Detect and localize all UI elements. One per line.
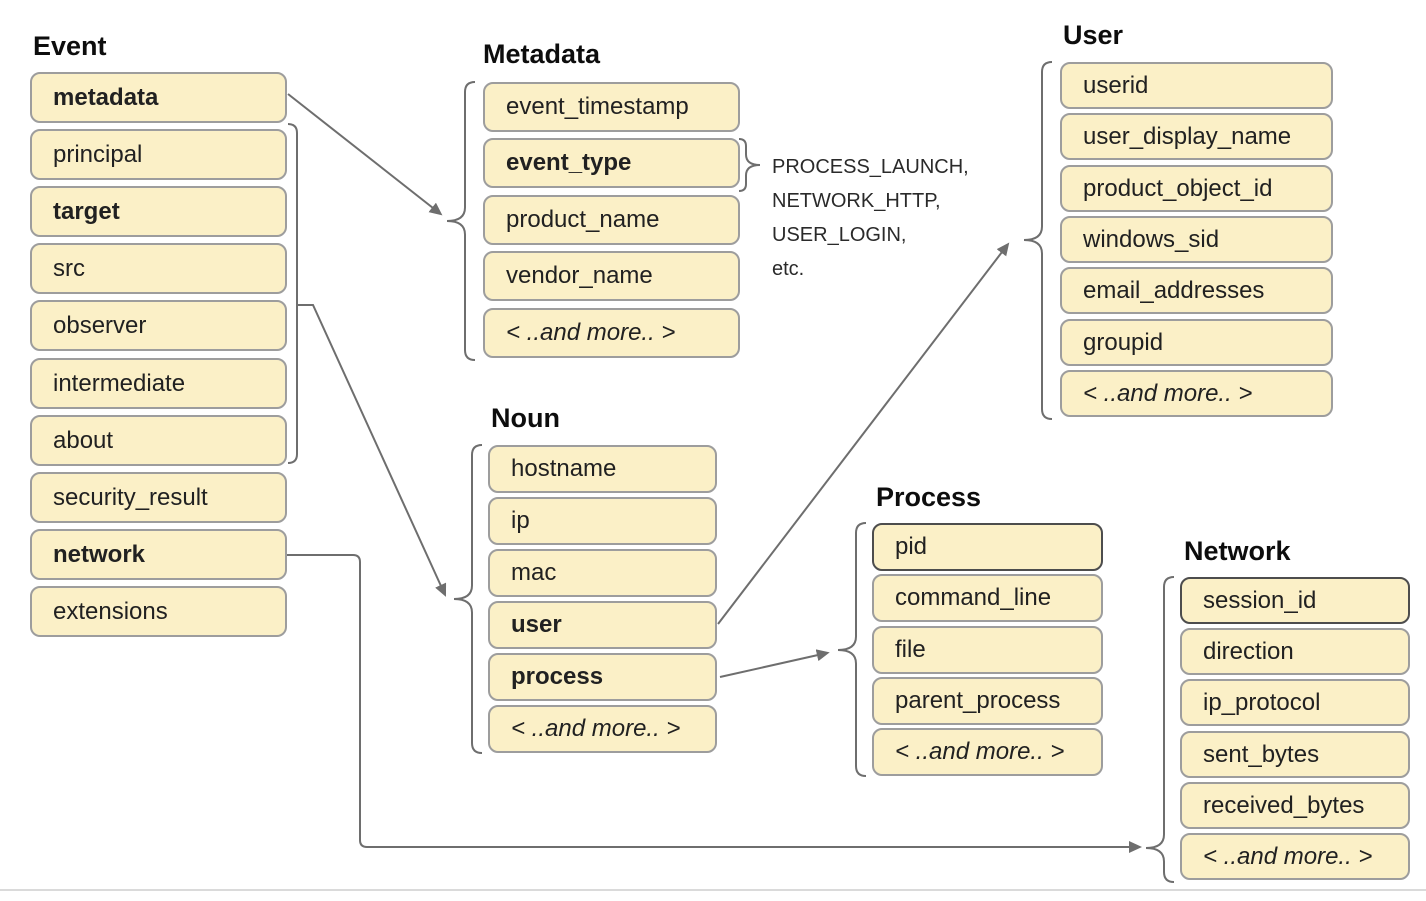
noun-field-user: user (488, 601, 717, 649)
process-field-and-more: < ..and more.. > (872, 728, 1103, 776)
user-field-product-object-id: product_object_id (1060, 165, 1333, 212)
annotation-line: PROCESS_LAUNCH, (772, 156, 969, 178)
noun-field-hostname: hostname (488, 445, 717, 493)
process-group-title: Process (876, 482, 982, 512)
annotation-line: USER_LOGIN, (772, 224, 907, 246)
noun-group-title: Noun (491, 403, 560, 433)
process-field-file: file (872, 626, 1103, 674)
network-field-and-more: < ..and more.. > (1180, 833, 1410, 880)
arrow-process-to-process-group (719, 649, 830, 678)
noun-field-and-more: < ..and more.. > (488, 705, 717, 753)
noun-field-mac: mac (488, 549, 717, 597)
metadata-field-vendor-name: vendor_name (483, 251, 740, 301)
event-field-intermediate: intermediate (30, 358, 287, 409)
annotation-line: NETWORK_HTTP, (772, 190, 941, 212)
user-field-email-addresses: email_addresses (1060, 267, 1333, 314)
network-field-ip-protocol: ip_protocol (1180, 679, 1410, 726)
event-type-values-annotation: PROCESS_LAUNCH, NETWORK_HTTP, USER_LOGIN… (772, 150, 969, 286)
event-field-observer: observer (30, 300, 287, 351)
metadata-field-and-more: < ..and more.. > (483, 308, 740, 358)
network-field-session-id: session_id (1180, 577, 1410, 624)
annotation-line: etc. (772, 258, 805, 280)
event-field-extensions: extensions (30, 586, 287, 637)
brace-noun-group (453, 444, 483, 754)
network-field-received-bytes: received_bytes (1180, 782, 1410, 829)
process-field-command-line: command_line (872, 574, 1103, 622)
arrow-event-fields-to-noun-group (297, 304, 447, 597)
metadata-group-title: Metadata (483, 39, 601, 69)
network-group-title: Network (1184, 536, 1291, 566)
noun-field-ip: ip (488, 497, 717, 545)
user-field-userid: userid (1060, 62, 1333, 109)
event-field-src: src (30, 243, 287, 294)
arrow-metadata-to-metadata-group (287, 93, 443, 216)
event-field-principal: principal (30, 129, 287, 180)
event-field-target: target (30, 186, 287, 237)
user-field-groupid: groupid (1060, 319, 1333, 366)
brace-network-group (1145, 576, 1175, 883)
brace-user-group (1023, 61, 1053, 420)
event-field-network: network (30, 529, 287, 580)
network-field-sent-bytes: sent_bytes (1180, 731, 1410, 778)
metadata-field-event-timestamp: event_timestamp (483, 82, 740, 132)
user-field-user-display-name: user_display_name (1060, 113, 1333, 160)
process-field-parent-process: parent_process (872, 677, 1103, 725)
brace-process-group (837, 522, 867, 777)
event-field-security-result: security_result (30, 472, 287, 523)
noun-field-process: process (488, 653, 717, 701)
event-field-about: about (30, 415, 287, 466)
network-field-direction: direction (1180, 628, 1410, 675)
user-field-and-more: < ..and more.. > (1060, 370, 1333, 417)
metadata-field-product-name: product_name (483, 195, 740, 245)
event-field-metadata: metadata (30, 72, 287, 123)
brace-metadata-group (446, 81, 476, 361)
brace-event-type-values (738, 138, 761, 192)
process-field-pid: pid (872, 523, 1103, 571)
event-group-title: Event (33, 31, 107, 61)
metadata-field-event-type: event_type (483, 138, 740, 188)
user-field-windows-sid: windows_sid (1060, 216, 1333, 263)
bracket-event-noun-fields (287, 123, 298, 464)
page-bottom-rule (0, 889, 1426, 891)
user-group-title: User (1063, 20, 1124, 50)
